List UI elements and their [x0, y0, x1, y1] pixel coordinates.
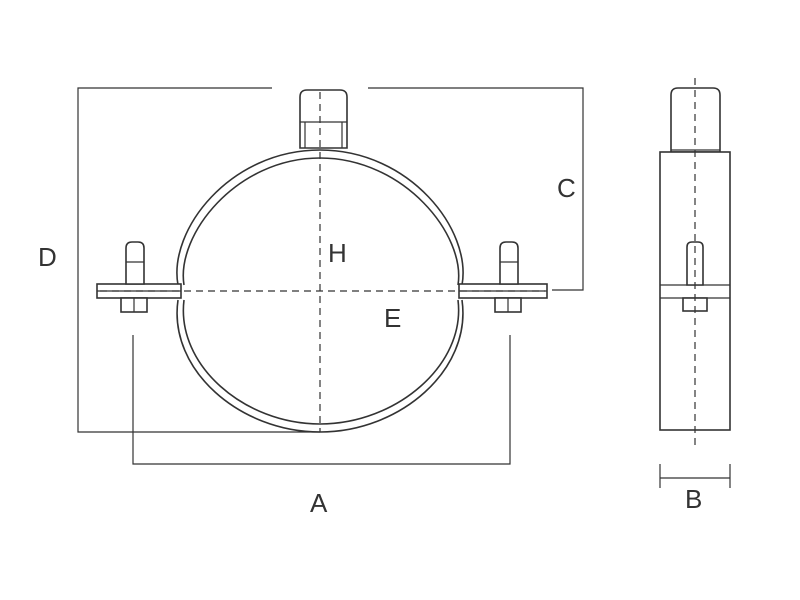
label-b: B	[685, 484, 702, 514]
side-view	[659, 78, 731, 488]
label-e: E	[384, 303, 401, 333]
dimension-b	[659, 464, 731, 488]
right-flange	[458, 241, 548, 313]
label-h: H	[328, 238, 347, 268]
dimension-c	[368, 87, 584, 291]
top-boss	[299, 89, 348, 149]
center-lines	[100, 92, 545, 432]
front-view	[77, 87, 584, 465]
label-d: D	[38, 242, 57, 272]
dimension-a	[132, 335, 511, 465]
label-a: A	[310, 488, 328, 518]
left-flange	[96, 241, 182, 313]
label-c: C	[557, 173, 576, 203]
dimension-d	[77, 87, 320, 433]
